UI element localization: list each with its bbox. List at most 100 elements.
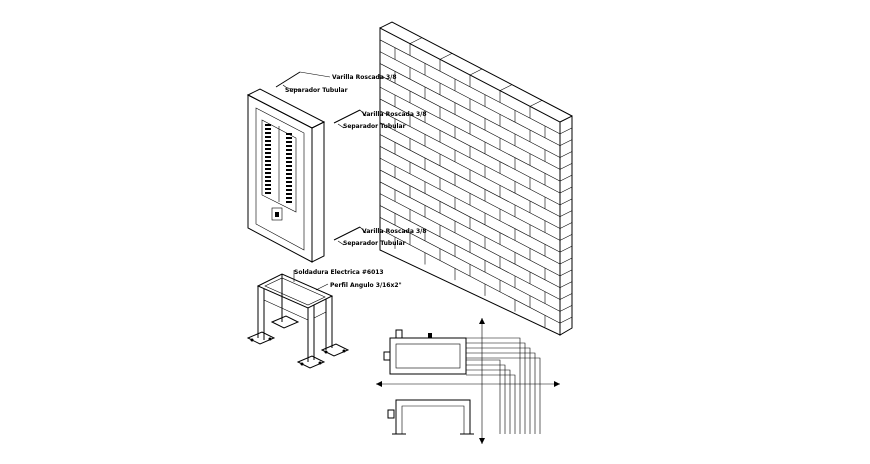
breaker-icon [286,197,292,199]
label-wall-sep-top: Separador Tubular [343,123,406,130]
rod-line [333,226,361,241]
breaker-area [261,119,297,213]
leader-line [286,87,301,91]
frame-lower-inner [401,405,465,434]
brick-side-line [559,245,573,253]
brick-side-line [559,174,573,182]
breaker-icon [286,185,292,187]
breaker-icon [265,164,271,166]
cable-run-line [466,369,511,434]
brick-side-line [559,316,573,324]
main-breaker-handle [275,212,279,217]
cable-run-line [466,359,501,434]
leader-line [282,84,288,89]
cable-run-line [466,342,526,434]
breaker-icon [286,141,292,143]
label-wall-rod-top: Varilla Roscada 3/8 [362,111,427,118]
brick-top-line [469,68,483,76]
label-weld: Soldadura Electrica #6013 [294,269,384,276]
brick-side-line [559,139,573,146]
breaker-icon [286,157,292,159]
bracket [383,351,391,361]
brace [313,311,327,319]
breaker-icon [286,181,292,183]
panel-inner-frame [255,107,305,251]
cable-run-line [466,357,541,434]
bracket [387,409,395,419]
stand-top-outer [256,273,334,309]
brick-side-line [559,151,573,158]
cable-runs [466,337,541,434]
cable-run-line [466,364,506,434]
breaker-icon [286,145,292,147]
breaker-icon [265,168,271,170]
brick-side-line [559,198,573,206]
breaker-icon [265,132,271,134]
brick-side-line [559,257,573,265]
breaker-icon [265,160,271,162]
arrow-icon [479,438,485,444]
base-plate [320,343,350,357]
frame-upper [389,337,467,375]
angle-stand: Soldadura Electrica #6013 Perfil Angulo … [246,269,402,369]
leader-line [337,240,345,246]
leader-line [359,109,367,117]
base-plate [296,355,326,369]
breaker-icon [265,144,271,146]
cable-run-line [466,337,521,434]
brick-side-line [559,163,573,170]
breaker-icon [286,137,292,139]
cable-run-line [466,352,536,434]
breaker-rows [265,124,292,203]
breaker-icon [265,152,271,154]
leader-line [299,71,331,78]
breaker-icon [286,161,292,163]
bolt-icon [268,337,272,341]
breaker-icon [286,169,292,171]
breaker-icon [265,148,271,150]
bracket [428,333,432,338]
breaker-icon [265,176,271,178]
brick-side-line [559,210,573,217]
frame-upper-inner [395,343,461,369]
breaker-icon [286,201,292,203]
frame-lower [395,399,471,434]
bolt-icon [324,350,328,354]
breaker-icon [286,193,292,195]
breaker-icon [265,192,271,194]
electrical-panel [246,88,326,263]
base-plate [246,331,276,345]
leader-line [359,226,367,234]
panel-anchor-callouts: Varilla Roscada 3/8 Separador Tubular [275,71,397,94]
breaker-icon [265,180,271,182]
label-panel-rod: Varilla Roscada 3/8 [332,74,397,81]
brick-side-line [559,281,573,288]
cable-run-line [466,347,531,434]
bracket [395,329,403,339]
brick-top-line [439,53,453,60]
arrow-icon [376,381,382,387]
brick-side-line [559,222,573,229]
bolt-icon [300,362,304,366]
breaker-icon [265,128,271,130]
panel-top [246,88,326,129]
label-panel-sep: Separador Tubular [285,87,348,94]
breaker-icon [265,140,271,142]
brick-top-line [529,100,543,107]
brick-top-line [499,84,513,91]
label-wall-rod-bottom: Varilla Roscada 3/8 [362,228,427,235]
cable-run-line [466,374,516,434]
bolt-icon [318,361,322,365]
breaker-icon [286,177,292,179]
breaker-icon [265,172,271,174]
breaker-icon [265,188,271,190]
brick-courses [379,37,573,328]
arrow-icon [554,381,560,387]
arrow-icon [479,318,485,324]
breaker-icon [265,156,271,158]
label-wall-sep-bottom: Separador Tubular [343,240,406,247]
brick-side-line [559,269,573,277]
brick-top-line [409,37,423,44]
label-angle: Perfil Angulo 3/16x2" [330,282,402,289]
